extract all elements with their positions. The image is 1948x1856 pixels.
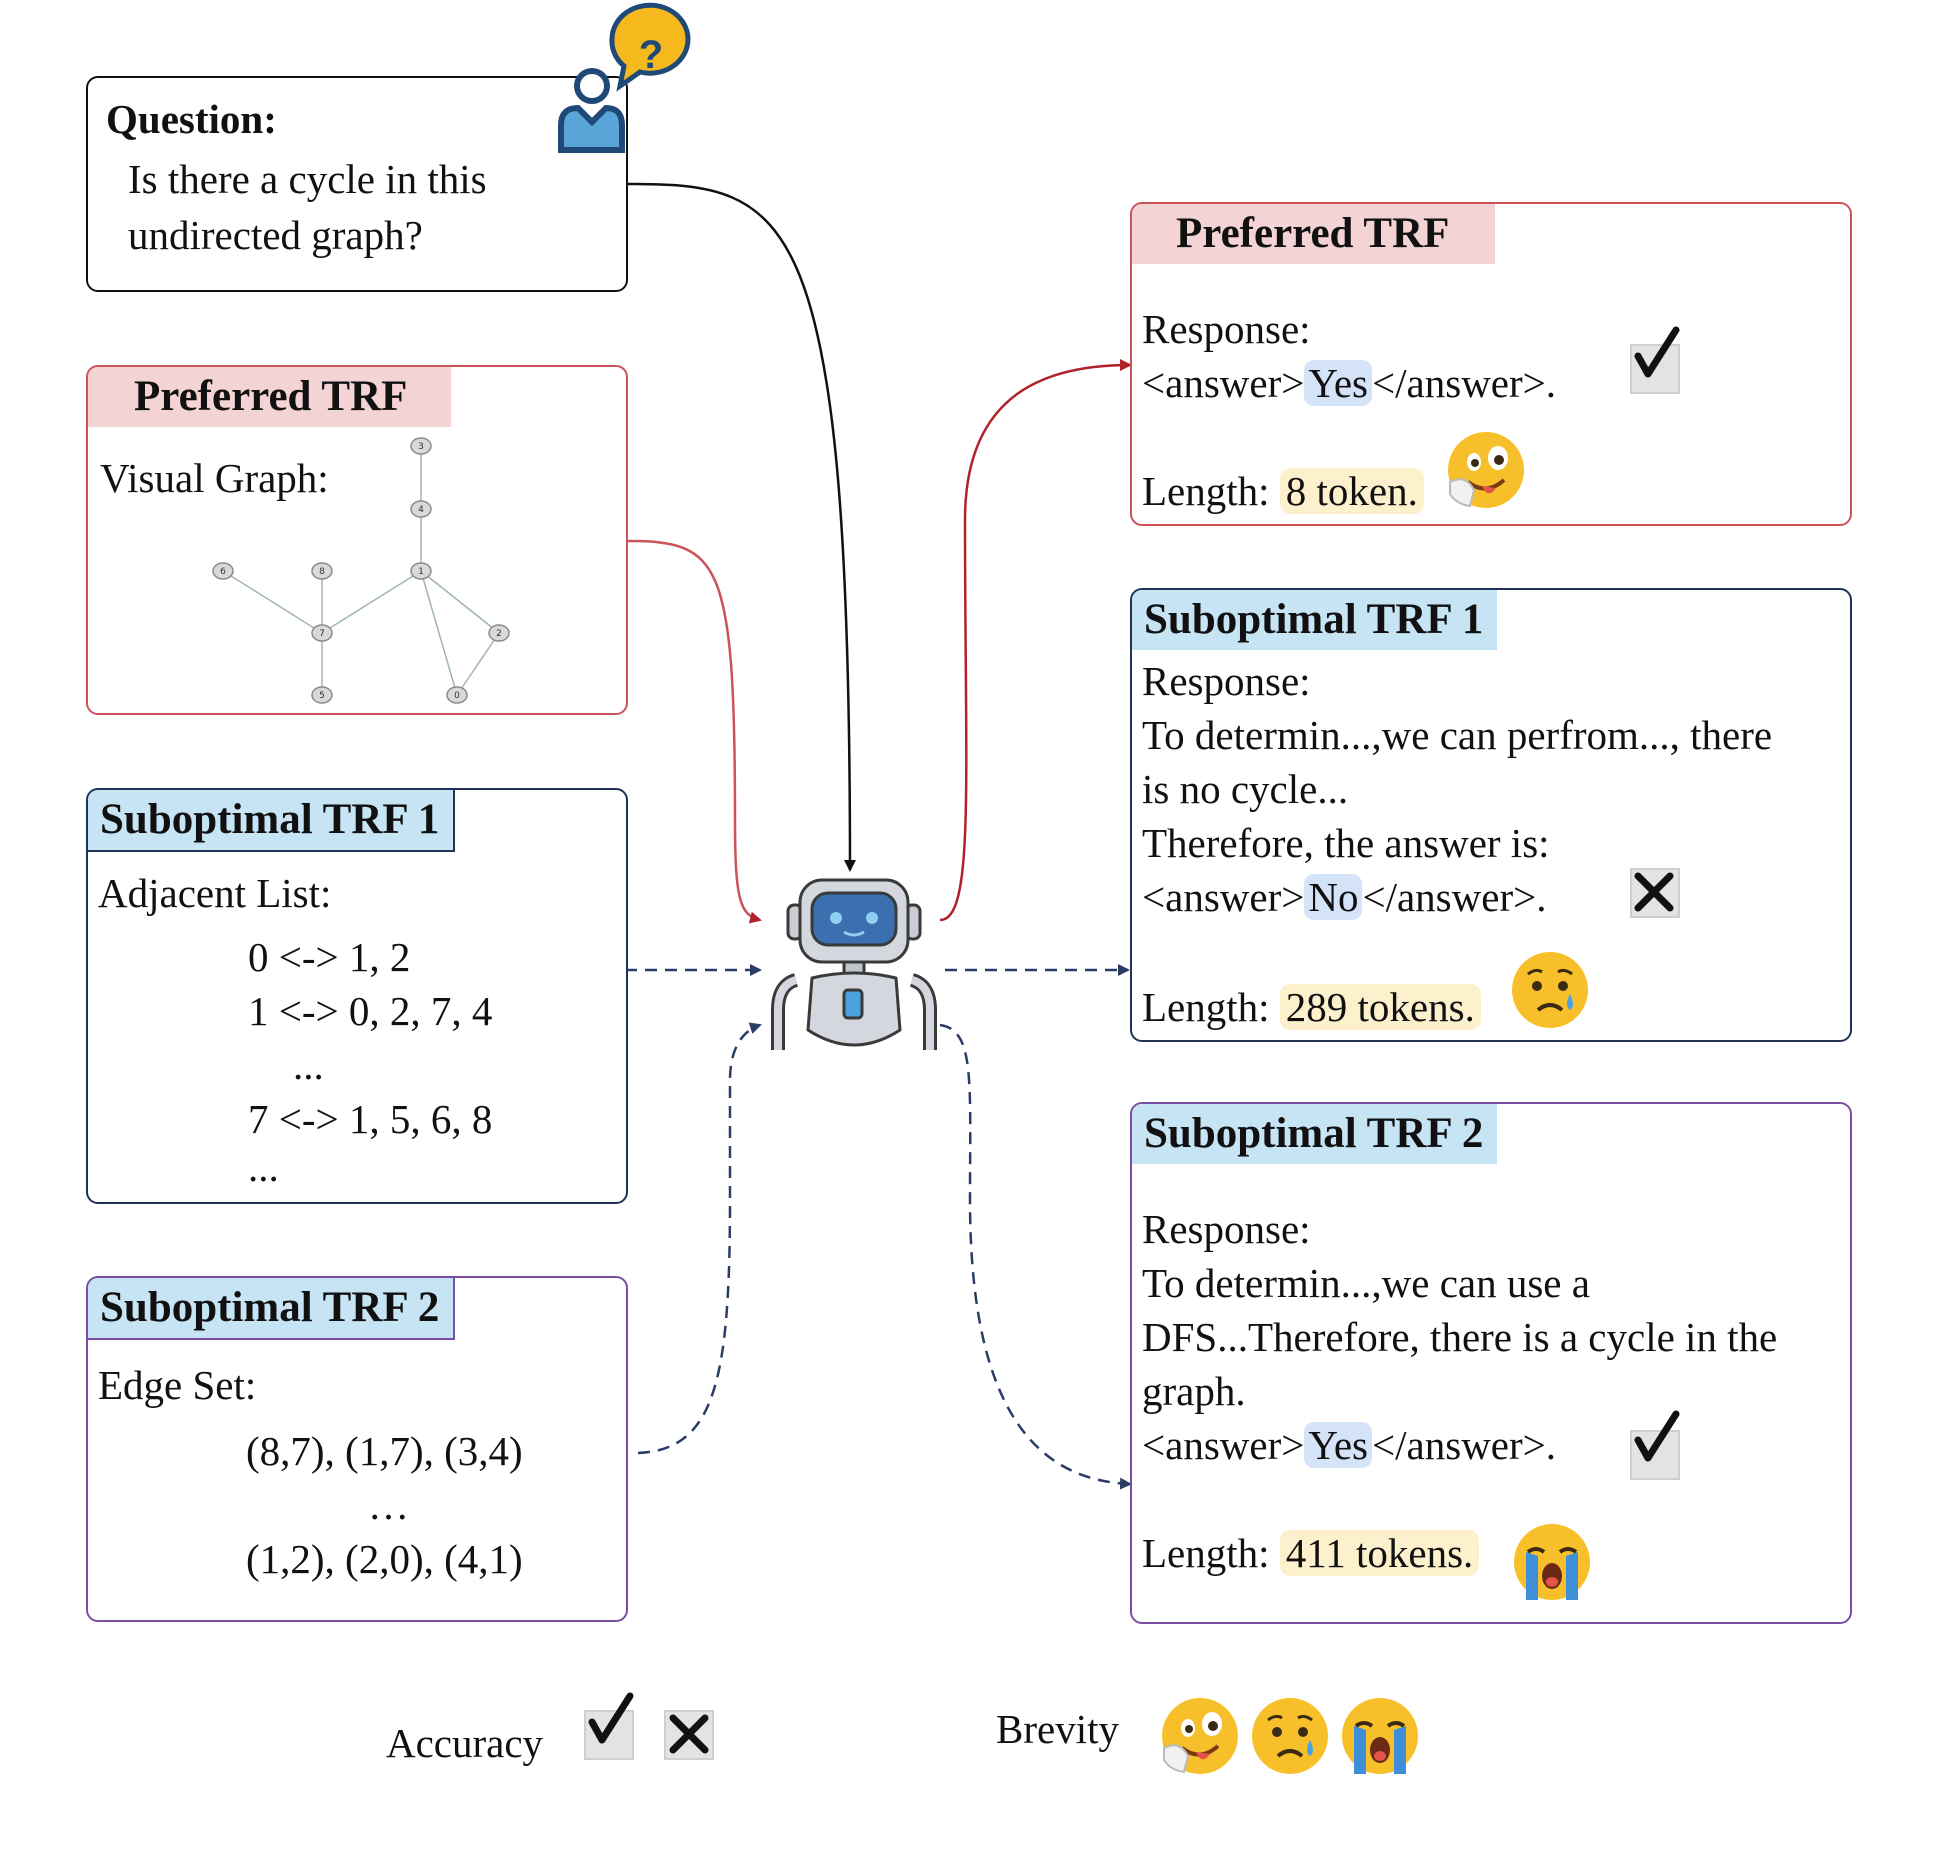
adjacency-line: 0 <-> 1, 2 [248, 934, 411, 980]
left-preferred-box: Preferred TRF Visual Graph: [86, 365, 628, 715]
check-icon [1630, 1430, 1680, 1480]
check-icon [1630, 344, 1680, 394]
answer-open-tag: <answer> [1142, 1422, 1305, 1468]
response-line: To determin...,we can use a [1142, 1260, 1590, 1306]
adjacency-line: ... [293, 1042, 324, 1088]
arrow-visual-graph-to-robot [627, 539, 762, 924]
left-suboptimal-2-box: Suboptimal TRF 2 Edge Set: (8,7), (1,7),… [86, 1276, 628, 1622]
length-line: Length: 411 tokens. [1142, 1526, 1480, 1580]
edge-set-line: (1,2), (2,0), (4,1) [246, 1536, 523, 1582]
right-suboptimal-1-box: Suboptimal TRF 1 Response: To determin..… [1130, 588, 1852, 1042]
left-suboptimal-1-header: Suboptimal TRF 1 [88, 790, 456, 852]
response-line: graph. [1142, 1368, 1246, 1414]
question-line-1: Is there a cycle in this [128, 156, 487, 202]
response-line: is no cycle... [1142, 766, 1349, 812]
response-line: To determin...,we can perfrom..., there [1142, 712, 1773, 758]
response-line: DFS...Therefore, there is a cycle in the [1142, 1314, 1778, 1360]
length-line: Length: 289 tokens. [1142, 980, 1481, 1034]
left-suboptimal-2-header: Suboptimal TRF 2 [88, 1278, 456, 1340]
right-suboptimal-2-box: Suboptimal TRF 2 Response: To determin..… [1130, 1102, 1852, 1624]
answer-value: Yes [1304, 1422, 1373, 1468]
right-preferred-box: Preferred TRF Response: <answer>Yes</ans… [1130, 202, 1852, 526]
arrow-robot-to-suboptimal-2 [939, 1023, 1132, 1490]
length-label: Length: [1142, 1530, 1270, 1576]
answer-line: <answer>Yes</answer>. [1142, 356, 1556, 410]
response-line: Therefore, the answer is: [1142, 820, 1550, 866]
response-label: Response: [1142, 306, 1311, 352]
answer-open-tag: <answer> [1142, 360, 1305, 406]
edge-set-line: (8,7), (1,7), (3,4) [246, 1428, 523, 1474]
accuracy-label: Accuracy [386, 1720, 544, 1766]
question-box: Question: Is there a cycle in this undir… [86, 76, 628, 292]
length-label: Length: [1142, 984, 1270, 1030]
answer-open-tag: <answer> [1142, 874, 1305, 920]
answer-value: No [1304, 874, 1363, 920]
adjacency-line: 1 <-> 0, 2, 7, 4 [248, 988, 493, 1034]
edge-set-line: … [368, 1482, 409, 1528]
answer-value: Yes [1304, 360, 1373, 406]
response-label: Response: [1142, 1206, 1311, 1252]
cross-icon [664, 1710, 714, 1760]
edge-set-label: Edge Set: [98, 1362, 257, 1408]
arrow-edgeset-to-robot [637, 1022, 762, 1455]
answer-close-tag: </answer>. [1362, 874, 1547, 920]
visual-graph-label: Visual Graph: [100, 455, 329, 501]
adjacent-list-label: Adjacent List: [98, 870, 332, 916]
answer-line: <answer>No</answer>. [1142, 870, 1546, 924]
answer-close-tag: </answer>. [1372, 360, 1557, 406]
answer-close-tag: </answer>. [1372, 1422, 1557, 1468]
left-preferred-header: Preferred TRF [88, 367, 452, 427]
left-suboptimal-1-box: Suboptimal TRF 1 Adjacent List: 0 <-> 1,… [86, 788, 628, 1204]
adjacency-line: ... [248, 1144, 279, 1190]
response-label: Response: [1142, 658, 1311, 704]
length-line: Length: 8 token. [1142, 464, 1424, 518]
arrow-robot-to-preferred-response [939, 359, 1132, 922]
check-icon [584, 1710, 634, 1760]
question-label: Question: [106, 96, 277, 142]
arrow-question-to-robot [627, 182, 856, 872]
length-label: Length: [1142, 468, 1270, 514]
right-suboptimal-1-header: Suboptimal TRF 1 [1132, 590, 1498, 650]
right-preferred-header: Preferred TRF [1132, 204, 1496, 264]
question-line-2: undirected graph? [128, 212, 423, 258]
cross-icon [1630, 868, 1680, 918]
length-value: 411 tokens. [1279, 1530, 1480, 1576]
right-suboptimal-2-header: Suboptimal TRF 2 [1132, 1104, 1498, 1164]
brevity-label: Brevity [996, 1706, 1119, 1752]
length-value: 8 token. [1279, 468, 1424, 514]
answer-line: <answer>Yes</answer>. [1142, 1418, 1556, 1472]
length-value: 289 tokens. [1279, 984, 1481, 1030]
adjacency-line: 7 <-> 1, 5, 6, 8 [248, 1096, 493, 1142]
